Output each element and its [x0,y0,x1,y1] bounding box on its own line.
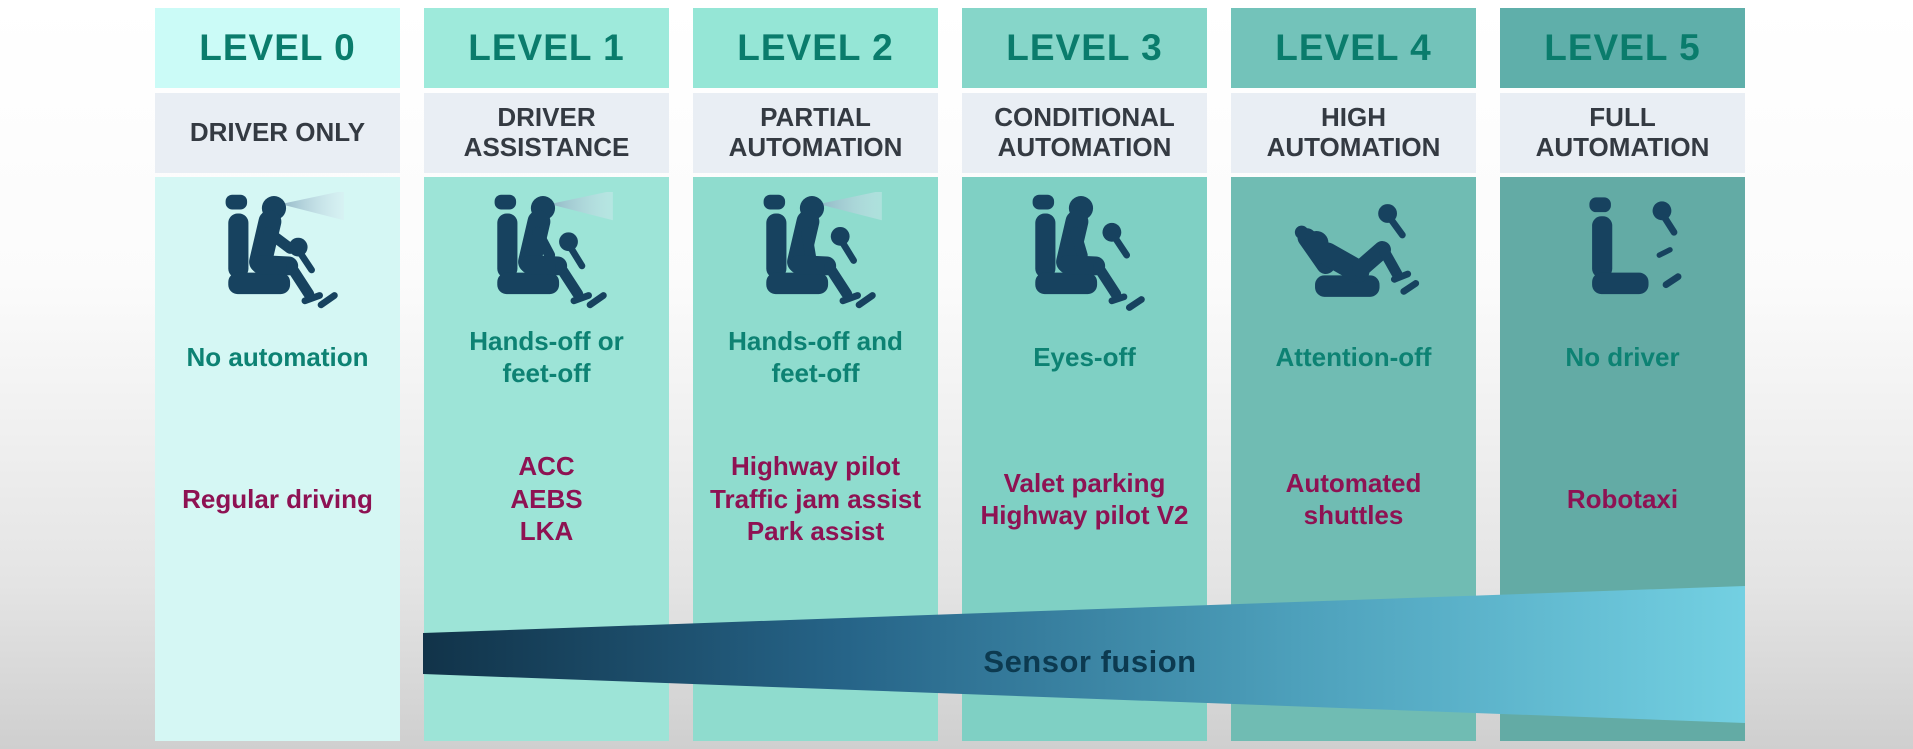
level-2-body: Hands-off and feet-off Highway pilot Tra… [693,177,938,741]
level-2-examples: Highway pilot Traffic jam assist Park as… [710,451,921,547]
level-1-title: LEVEL 1 [424,8,669,88]
gaze-cone [549,192,613,221]
level-0-examples: Regular driving [182,483,373,514]
level-4-category: HIGH AUTOMATION [1231,93,1476,173]
sensor-fusion-label: Sensor fusion [983,644,1197,679]
level-3-column: LEVEL 3 CONDITIONAL AUTOMATION [962,8,1207,741]
level-5-body: No driver Robotaxi [1500,177,1745,741]
level-1-examples: ACC AEBS LKA [510,451,583,547]
attentive-driver-icon [155,189,400,324]
level-4-examples: Automated shuttles [1285,467,1422,531]
level-0-category: DRIVER ONLY [155,93,400,173]
level-3-capability: Eyes-off [1033,341,1136,372]
level-5-category: FULL AUTOMATION [1500,93,1745,173]
driver-eyes-off-icon [962,189,1207,324]
driver-reclined-icon [1231,189,1476,324]
level-5-capability: No driver [1565,341,1680,372]
level-3-title: LEVEL 3 [962,8,1207,88]
level-2-column: LEVEL 2 PARTIAL AUTOMATION [693,8,938,741]
driver-hands-and-feet-off-icon [693,189,938,324]
driver-hands-off-icon-svg [494,192,613,309]
level-4-body: Attention-off Automated shuttles [1231,177,1476,741]
driver-hands-off-icon [424,189,669,324]
level-0-body: No automation Regular driving [155,177,400,741]
level-1-body: Hands-off or feet-off ACC AEBS LKA [424,177,669,741]
level-3-category: CONDITIONAL AUTOMATION [962,93,1207,173]
level-4-column: LEVEL 4 HIGH AUTOMATION Attentio [1231,8,1476,741]
level-2-category: PARTIAL AUTOMATION [693,93,938,173]
level-5-title: LEVEL 5 [1500,8,1745,88]
level-1-column: LEVEL 1 DRIVER ASSISTANCE [424,8,669,741]
level-0-title: LEVEL 0 [155,8,400,88]
level-5-examples: Robotaxi [1566,483,1679,514]
empty-seat-icon-svg [1588,197,1681,295]
level-3-examples: Valet parking Highway pilot V2 [980,467,1189,531]
level-4-title: LEVEL 4 [1231,8,1476,88]
gaze-cone [280,192,344,221]
empty-seat-icon [1500,189,1745,324]
level-0-capability: No automation [186,341,369,372]
driver-hands-and-feet-off-icon-svg [763,192,882,309]
level-4-capability: Attention-off [1275,341,1432,372]
driver-eyes-off-icon-svg [1032,194,1145,311]
gaze-cone [818,192,882,221]
level-1-capability: Hands-off or feet-off [469,325,624,389]
level-0-column: LEVEL 0 DRIVER ONLY [155,8,400,741]
level-5-column: LEVEL 5 FULL AUTOMATION No driver Robota… [1500,8,1745,741]
level-2-title: LEVEL 2 [693,8,938,88]
driver-reclined-icon-svg [1294,204,1419,297]
level-2-capability: Hands-off and feet-off [728,325,903,389]
level-1-category: DRIVER ASSISTANCE [424,93,669,173]
attentive-driver-icon-svg [225,192,344,309]
